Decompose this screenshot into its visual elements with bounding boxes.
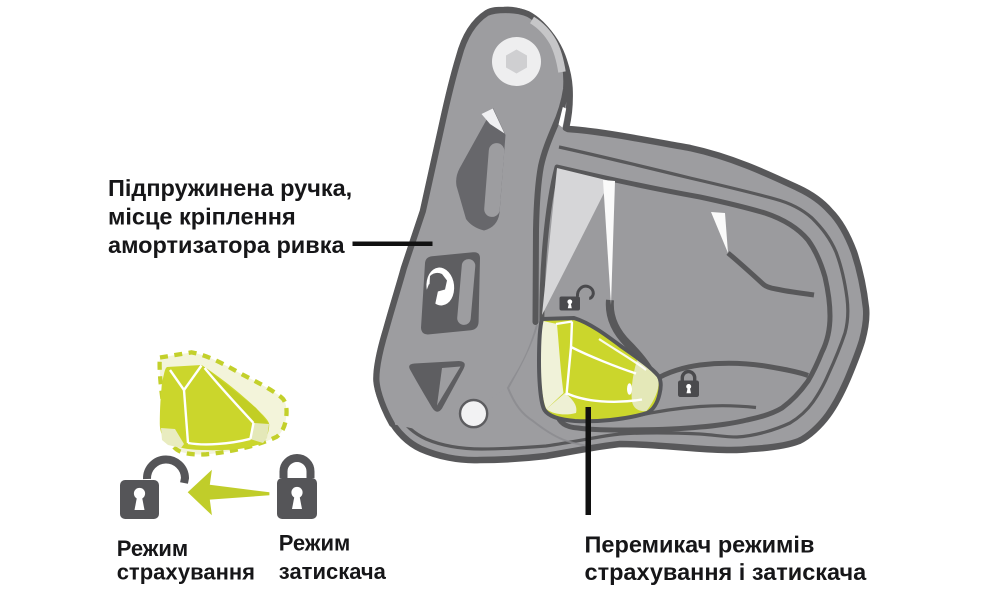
svg-text:Режим: Режим bbox=[117, 536, 188, 561]
svg-text:страхування і затискача: страхування і затискача bbox=[585, 559, 868, 585]
svg-text:Перемикач режимів: Перемикач режимів bbox=[585, 532, 815, 558]
svg-text:місце кріплення: місце кріплення bbox=[108, 204, 296, 230]
svg-text:амортизатора ривка: амортизатора ривка bbox=[108, 232, 345, 258]
svg-text:Підпружинена ручка,: Підпружинена ручка, bbox=[108, 175, 352, 201]
svg-text:затискача: затискача bbox=[279, 559, 387, 584]
svg-text:страхування: страхування bbox=[117, 559, 255, 584]
svg-text:Режим: Режим bbox=[279, 531, 350, 556]
